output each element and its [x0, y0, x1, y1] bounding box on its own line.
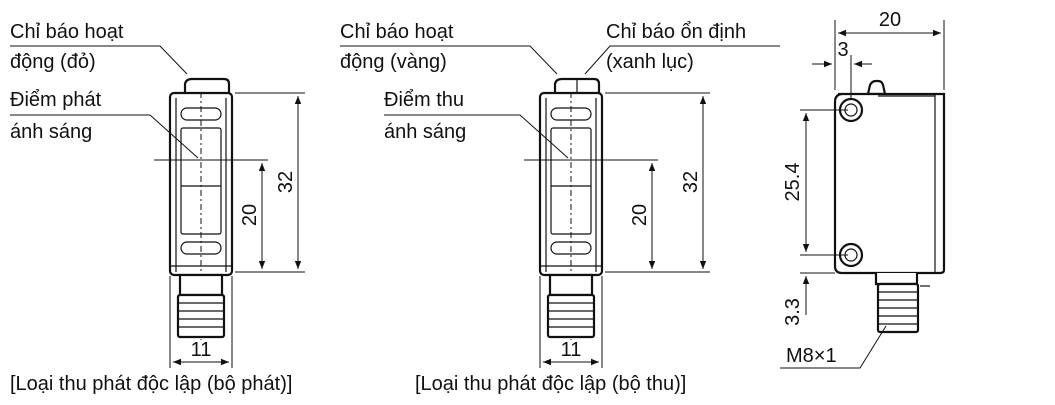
right-dim-25-4: 25.4: [782, 163, 804, 202]
left-top-cap: [183, 77, 231, 96]
left-connector-neck: [178, 273, 224, 297]
middle-stable-indicator-label-2: (xanh lục): [606, 51, 694, 73]
right-connector-leader: [780, 325, 887, 369]
middle-op-indicator-leader: [340, 45, 558, 75]
right-dim-3-3: 3.3: [782, 298, 804, 326]
left-indicator-label-1: Chỉ báo hoạt: [10, 21, 124, 43]
left-connector-thread: [176, 293, 226, 339]
left-indicator-leader: [10, 45, 188, 75]
left-dim-11: 11: [191, 339, 212, 361]
left-caption: [Loại thu phát độc lập (bộ phát)]: [10, 373, 292, 395]
middle-dim-32: 32: [680, 171, 702, 193]
left-sensor-view: Chỉ báo hoạt động (đỏ) Điểm phát ánh sán…: [10, 21, 305, 395]
right-sensor-body: [833, 92, 946, 275]
middle-point-leader: [384, 114, 569, 159]
left-point-leader: [10, 114, 199, 159]
middle-point-label-1: Điểm thu: [384, 89, 464, 111]
middle-op-indicator-label-2: động (vàng): [340, 51, 447, 73]
left-dim-20: 20: [239, 204, 261, 226]
right-top-nub: [866, 79, 887, 96]
middle-connector-thread: [546, 293, 596, 339]
right-dim-20: 20: [879, 9, 901, 31]
left-point-label-1: Điểm phát: [10, 89, 102, 111]
middle-caption: [Loại thu phát độc lập (bộ thu)]: [415, 373, 686, 395]
middle-stable-indicator-label-1: Chỉ báo ổn định: [606, 21, 746, 43]
middle-sensor-view: Chỉ báo hoạt động (vàng) Chỉ báo ổn định…: [340, 21, 780, 395]
middle-connector-neck: [548, 273, 594, 297]
right-sensor-view: 20 3 25.4 3.3 M8×1: [780, 9, 946, 369]
right-connector-label: M8×1: [786, 345, 837, 367]
right-connector-neck: [874, 273, 919, 286]
middle-point-label-2: ánh sáng: [384, 121, 466, 143]
left-point-label-2: ánh sáng: [10, 121, 92, 143]
middle-op-indicator-label-1: Chỉ báo hoạt: [340, 21, 454, 43]
right-dim-3: 3: [837, 39, 848, 61]
middle-dim-11: 11: [561, 339, 582, 361]
middle-stable-indicator-leader: [584, 45, 780, 75]
left-indicator-label-2: động (đỏ): [10, 51, 96, 73]
middle-dim-20: 20: [629, 204, 651, 226]
left-dim-32: 32: [275, 171, 297, 193]
